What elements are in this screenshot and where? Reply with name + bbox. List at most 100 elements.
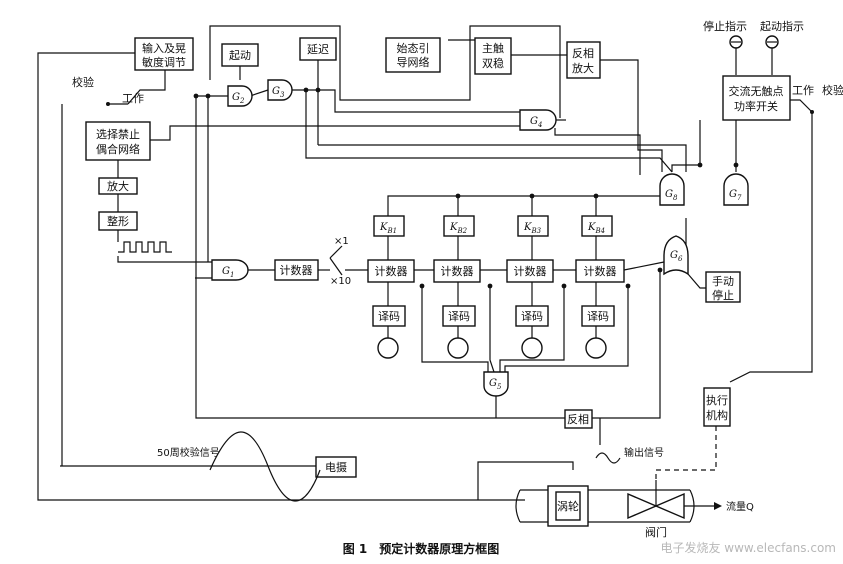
block-actuator: 执行 机构 bbox=[703, 387, 731, 427]
svg-text:电摄: 电摄 bbox=[325, 460, 347, 474]
svg-text:KB4: KB4 bbox=[587, 222, 605, 235]
label-work-right: 工作 bbox=[792, 84, 814, 97]
gate-g8: G8 bbox=[659, 173, 685, 206]
block-counter-3: 计数器 bbox=[506, 259, 554, 283]
svg-text:放大: 放大 bbox=[572, 61, 594, 75]
figure-caption: 图 1 预定计数器原理方框图 bbox=[343, 541, 500, 556]
block-invert-amp: 反相 放大 bbox=[566, 41, 601, 79]
svg-text:反相: 反相 bbox=[567, 413, 589, 426]
svg-text:译码: 译码 bbox=[378, 310, 400, 323]
svg-text:译码: 译码 bbox=[448, 310, 470, 323]
label-flow: 流量Q bbox=[726, 500, 754, 513]
svg-text:涡轮: 涡轮 bbox=[557, 499, 579, 513]
label-calibrate-left: 校验 bbox=[72, 75, 94, 89]
label-x10: ×10 bbox=[330, 276, 351, 287]
block-prescale-counter: 计数器 bbox=[274, 259, 319, 281]
svg-text:手动: 手动 bbox=[712, 274, 734, 288]
connection-lines bbox=[37, 25, 813, 510]
switch-contact-right bbox=[810, 110, 814, 114]
block-shaper: 整形 bbox=[98, 211, 138, 231]
gate-g3: G3 bbox=[267, 79, 293, 101]
svg-text:计数器: 计数器 bbox=[280, 264, 313, 277]
label-start-indicator: 起动指示 bbox=[760, 19, 804, 33]
label-calibrate-right: 校验 bbox=[822, 83, 843, 97]
label-x1: ×1 bbox=[334, 236, 349, 247]
svg-text:选择禁止: 选择禁止 bbox=[96, 127, 140, 141]
block-counter-2: 计数器 bbox=[433, 259, 481, 283]
svg-text:输入及晃: 输入及晃 bbox=[142, 41, 186, 55]
gate-g4: G4 bbox=[519, 109, 557, 131]
svg-text:导网络: 导网络 bbox=[397, 55, 430, 69]
label-output-signal: 输出信号 bbox=[624, 446, 664, 459]
svg-text:起动: 起动 bbox=[229, 49, 251, 62]
block-start: 起动 bbox=[221, 43, 259, 67]
svg-text:功率开关: 功率开关 bbox=[734, 99, 778, 113]
gate-g1: G1 bbox=[211, 259, 249, 281]
block-init-guide: 始态引 导网络 bbox=[385, 37, 441, 73]
display-lamp-4 bbox=[585, 337, 607, 359]
svg-text:计数器: 计数器 bbox=[375, 265, 408, 278]
svg-text:计数器: 计数器 bbox=[514, 265, 547, 278]
block-main-bistable: 主触 双稳 bbox=[474, 37, 512, 75]
junction-dots bbox=[193, 87, 739, 289]
svg-text:延迟: 延迟 bbox=[307, 43, 329, 56]
stop-indicator-lamp-icon bbox=[729, 35, 743, 49]
svg-text:主触: 主触 bbox=[482, 41, 504, 55]
svg-text:译码: 译码 bbox=[521, 310, 543, 323]
svg-text:G8: G8 bbox=[665, 189, 678, 202]
switch-contact-left bbox=[106, 102, 110, 106]
decoder-4: 译码 bbox=[581, 305, 615, 327]
label-work-left: 工作 bbox=[122, 92, 144, 105]
svg-text:译码: 译码 bbox=[587, 310, 609, 323]
block-delay: 延迟 bbox=[299, 37, 337, 61]
block-select-network: 选择禁止 偶合网络 bbox=[85, 121, 151, 161]
block-manual-stop: 手动 停止 bbox=[705, 271, 741, 303]
output-squiggle bbox=[595, 452, 621, 464]
square-wave bbox=[118, 241, 172, 253]
decoder-3: 译码 bbox=[515, 305, 549, 327]
svg-text:放大: 放大 bbox=[107, 179, 129, 193]
svg-text:G6: G6 bbox=[670, 250, 683, 263]
svg-text:计数器: 计数器 bbox=[441, 265, 474, 278]
svg-text:双稳: 双稳 bbox=[482, 56, 504, 70]
svg-text:整形: 整形 bbox=[107, 214, 129, 228]
svg-text:敏度调节: 敏度调节 bbox=[142, 55, 186, 69]
gate-g7: G7 bbox=[723, 173, 749, 206]
svg-text:G3: G3 bbox=[272, 86, 285, 99]
svg-text:执行: 执行 bbox=[706, 393, 728, 407]
label-stop-indicator: 停止指示 bbox=[703, 19, 747, 33]
svg-text:KB2: KB2 bbox=[449, 222, 468, 235]
k-switch-3: KB3 bbox=[517, 215, 549, 237]
block-ac-switch: 交流无触点 功率开关 bbox=[722, 75, 791, 121]
svg-text:KB3: KB3 bbox=[523, 222, 542, 235]
gate-g6: G6 bbox=[663, 235, 689, 276]
block-counter-1: 计数器 bbox=[367, 259, 415, 283]
valve-icon: 阀门 bbox=[627, 480, 685, 539]
start-indicator-lamp-icon bbox=[765, 35, 779, 49]
block-counter-4: 计数器 bbox=[575, 259, 625, 283]
svg-text:停止: 停止 bbox=[712, 288, 734, 302]
gate-g5: G5 bbox=[483, 371, 509, 397]
sine-wave bbox=[209, 431, 321, 502]
block-motor: 电摄 bbox=[315, 456, 357, 478]
svg-text:机构: 机构 bbox=[706, 408, 728, 422]
svg-text:G2: G2 bbox=[232, 92, 245, 105]
block-amplifier: 放大 bbox=[98, 177, 138, 195]
svg-text:G1: G1 bbox=[222, 266, 234, 279]
label-50hz-signal: 50周校验信号 bbox=[157, 446, 220, 459]
k-switch-4: KB4 bbox=[581, 215, 613, 237]
svg-text:偶合网络: 偶合网络 bbox=[96, 142, 140, 156]
watermark: 电子发烧友 www.elecfans.com bbox=[660, 540, 836, 555]
decoder-2: 译码 bbox=[442, 305, 476, 327]
svg-text:G5: G5 bbox=[489, 378, 502, 391]
k-switch-2: KB2 bbox=[443, 215, 475, 237]
decoder-1: 译码 bbox=[372, 305, 406, 327]
svg-text:阀门: 阀门 bbox=[645, 525, 667, 539]
svg-text:始态引: 始态引 bbox=[397, 41, 430, 55]
display-lamp-3 bbox=[521, 337, 543, 359]
k-switch-1: KB1 bbox=[373, 215, 405, 237]
svg-text:G7: G7 bbox=[729, 189, 742, 202]
block-turbine: 涡轮 bbox=[547, 485, 589, 527]
svg-text:G4: G4 bbox=[530, 116, 542, 129]
